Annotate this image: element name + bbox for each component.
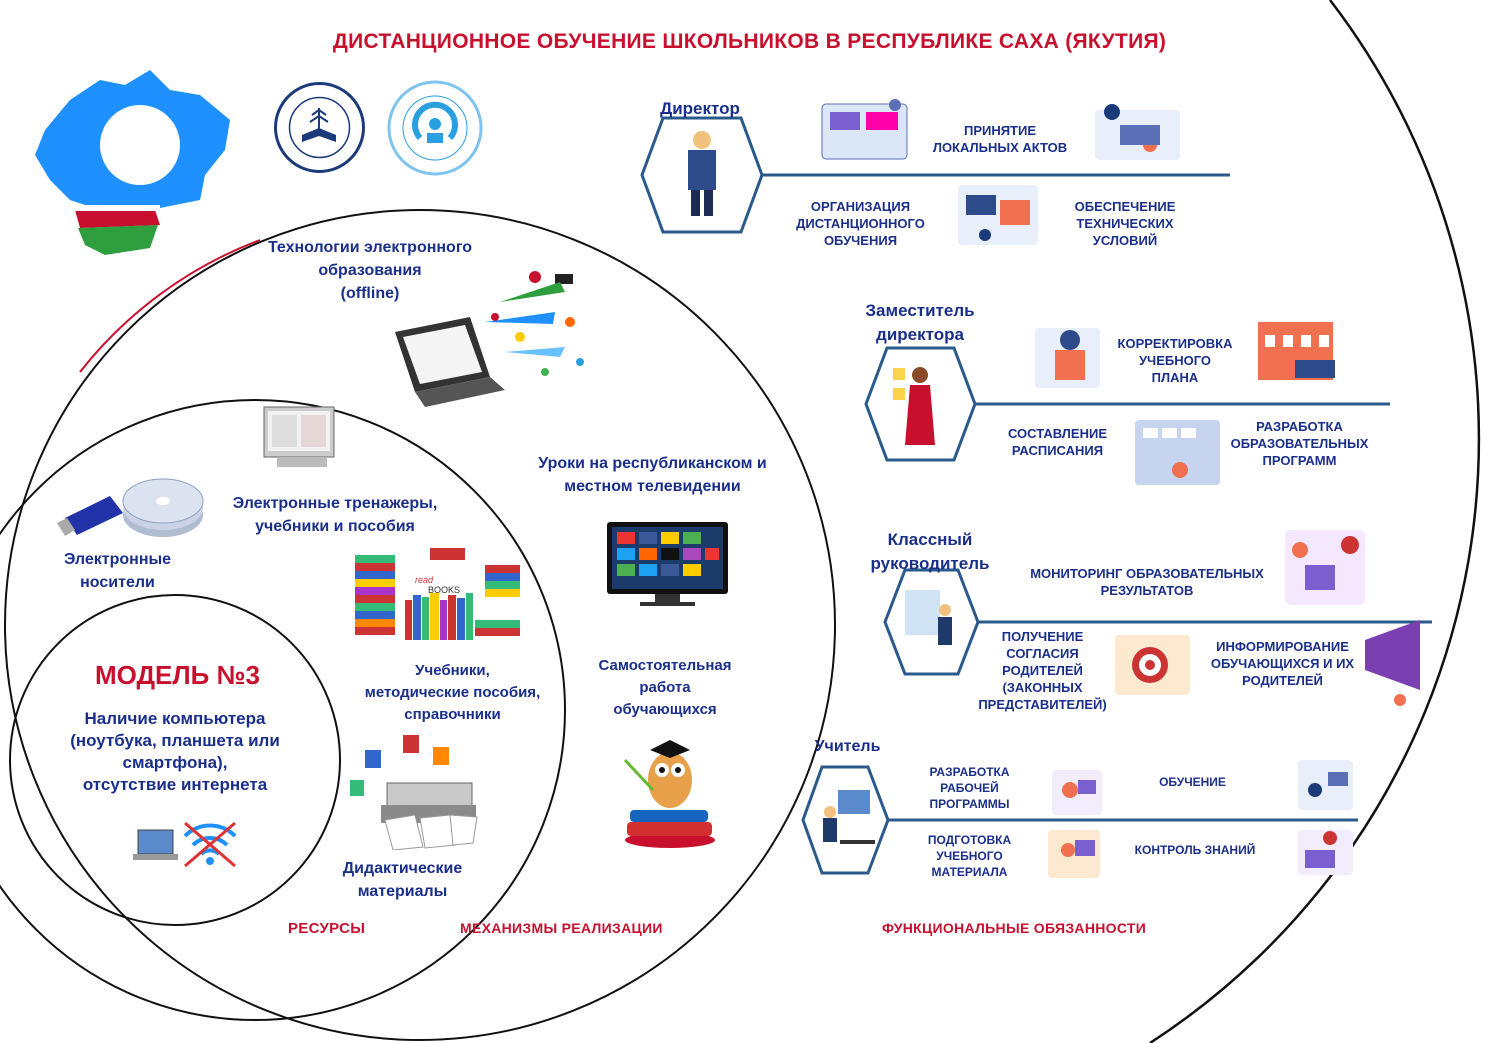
books-icon: read BOOKS bbox=[355, 548, 520, 640]
megaphone-illustration-icon bbox=[1365, 620, 1420, 706]
printer-documents-icon bbox=[350, 735, 478, 850]
material-illustration-icon bbox=[1048, 830, 1100, 878]
test-illustration-icon bbox=[1298, 830, 1353, 875]
school-building-illustration-icon bbox=[1258, 322, 1335, 380]
training-illustration-icon bbox=[1298, 760, 1353, 810]
books-sign-read: read bbox=[415, 575, 434, 585]
institute-logo-icon bbox=[387, 80, 483, 176]
model-description: Наличие компьютера(ноутбука, планшета ил… bbox=[70, 709, 280, 794]
class-teacher-person-icon bbox=[905, 590, 952, 645]
lab-illustration-icon bbox=[1035, 328, 1100, 388]
tv-icon bbox=[607, 522, 728, 606]
model-title: МОДЕЛЬ №3 bbox=[94, 660, 260, 690]
laptop-elearning-icon bbox=[395, 271, 584, 407]
resources-section-label: РЕСУРСЫ bbox=[288, 920, 366, 937]
monitor-icon bbox=[263, 406, 335, 467]
deputy-person-icon bbox=[893, 367, 935, 445]
target-illustration-icon bbox=[1115, 635, 1190, 695]
role-director: Директор bbox=[660, 99, 740, 118]
resources-circle bbox=[0, 399, 566, 1021]
analytics-illustration-icon bbox=[958, 185, 1038, 245]
program-illustration-icon bbox=[1052, 770, 1102, 815]
meeting-illustration-icon bbox=[1095, 104, 1180, 160]
e-trainers-label: Электронные тренажеры,учебники и пособия bbox=[232, 495, 438, 535]
duties-section-label: ФУНКЦИОНАЛЬНЫЕ ОБЯЗАННОСТИ bbox=[882, 920, 1147, 936]
yakutia-map-icon bbox=[35, 70, 230, 255]
social-monitoring-illustration-icon bbox=[1285, 530, 1365, 605]
textbooks-label: Учебники,методические пособия,справочник… bbox=[364, 662, 541, 723]
page-title: ДИСТАНЦИОННОЕ ОБУЧЕНИЕ ШКОЛЬНИКОВ В РЕСП… bbox=[332, 30, 1167, 53]
teacher-person-icon bbox=[823, 790, 875, 844]
no-wifi-icon bbox=[183, 821, 237, 868]
laptop-icon bbox=[133, 829, 178, 860]
mechanisms-section-label: МЕХАНИЗМЫ РЕАЛИЗАЦИИ bbox=[460, 920, 663, 936]
model-circle bbox=[9, 594, 341, 926]
books-sign-books: BOOKS bbox=[428, 585, 460, 595]
director-person-icon bbox=[688, 131, 716, 216]
mechanisms-circle bbox=[4, 209, 836, 1041]
teacher-task-teaching: ОБУЧЕНИЕ bbox=[1159, 775, 1226, 789]
role-teacher: Учитель bbox=[814, 738, 881, 755]
teacher-task-control: КОНТРОЛЬ ЗНАНИЙ bbox=[1134, 843, 1256, 857]
discs-icon bbox=[122, 478, 204, 537]
schedule-illustration-icon bbox=[1135, 420, 1220, 485]
outer-arc bbox=[1149, 0, 1481, 1043]
usb-drive-icon bbox=[57, 496, 123, 536]
web-dev-illustration-icon bbox=[821, 99, 908, 160]
ministry-logo-icon bbox=[274, 82, 365, 173]
teacher-owl-icon bbox=[623, 740, 715, 848]
